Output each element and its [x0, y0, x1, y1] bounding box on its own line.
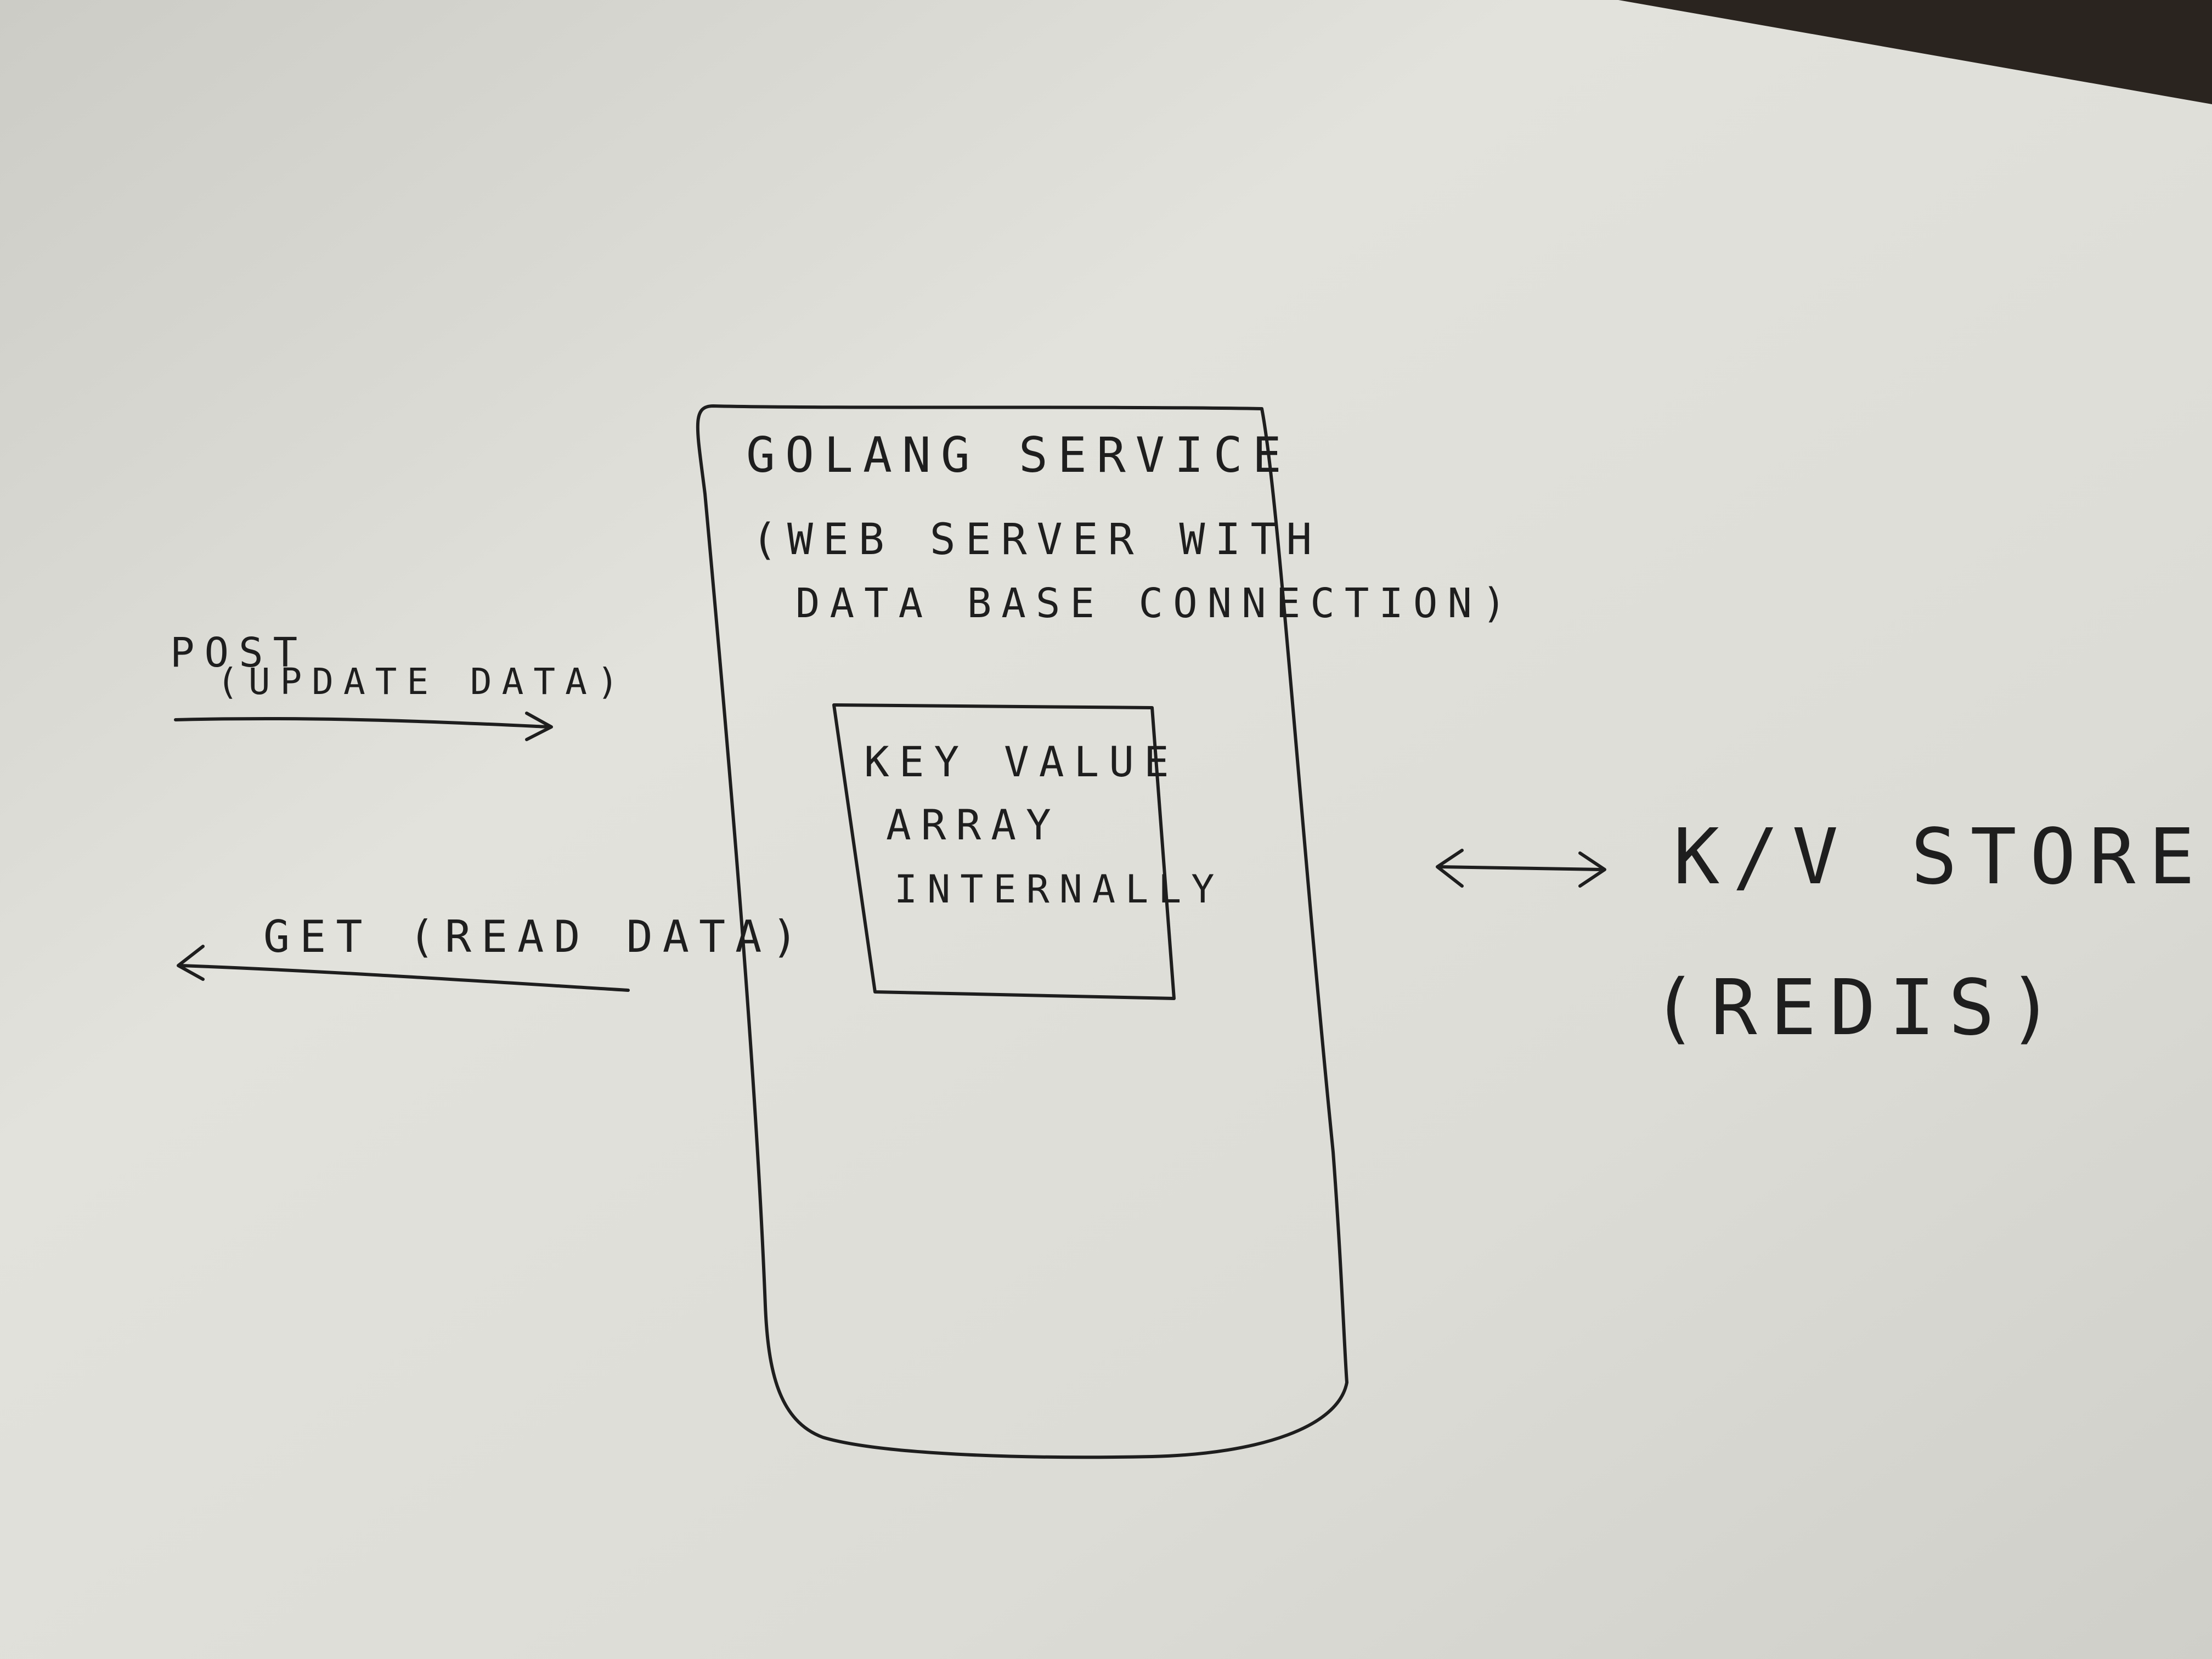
table-edge-shadow — [1618, 0, 2212, 104]
kv-array-line2: ARRAY — [886, 800, 1061, 849]
kv-array-line1: KEY VALUE — [864, 737, 1179, 786]
service-subtitle-line1: (WEB SERVER WITH — [752, 515, 1322, 565]
service-box-outline — [696, 404, 1348, 1459]
service-title: GOLANG SERVICE — [746, 427, 1291, 483]
kv-array-box-outline — [832, 703, 1176, 1000]
post-sublabel: (UPDATE DATA) — [217, 661, 629, 703]
service-subtitle-line2: DATA BASE CONNECTION) — [795, 580, 1516, 627]
kv-array-line3: INTERNALLY — [894, 867, 1224, 912]
post-label: POST — [170, 629, 307, 676]
bidirectional-arrow — [1436, 849, 1606, 888]
post-arrow — [174, 712, 553, 741]
get-arrow — [177, 945, 630, 992]
get-label: GET (READ DATA) — [263, 911, 808, 962]
store-line1: K/V STORE — [1673, 812, 2208, 902]
store-line2: (REDIS) — [1651, 963, 2067, 1053]
